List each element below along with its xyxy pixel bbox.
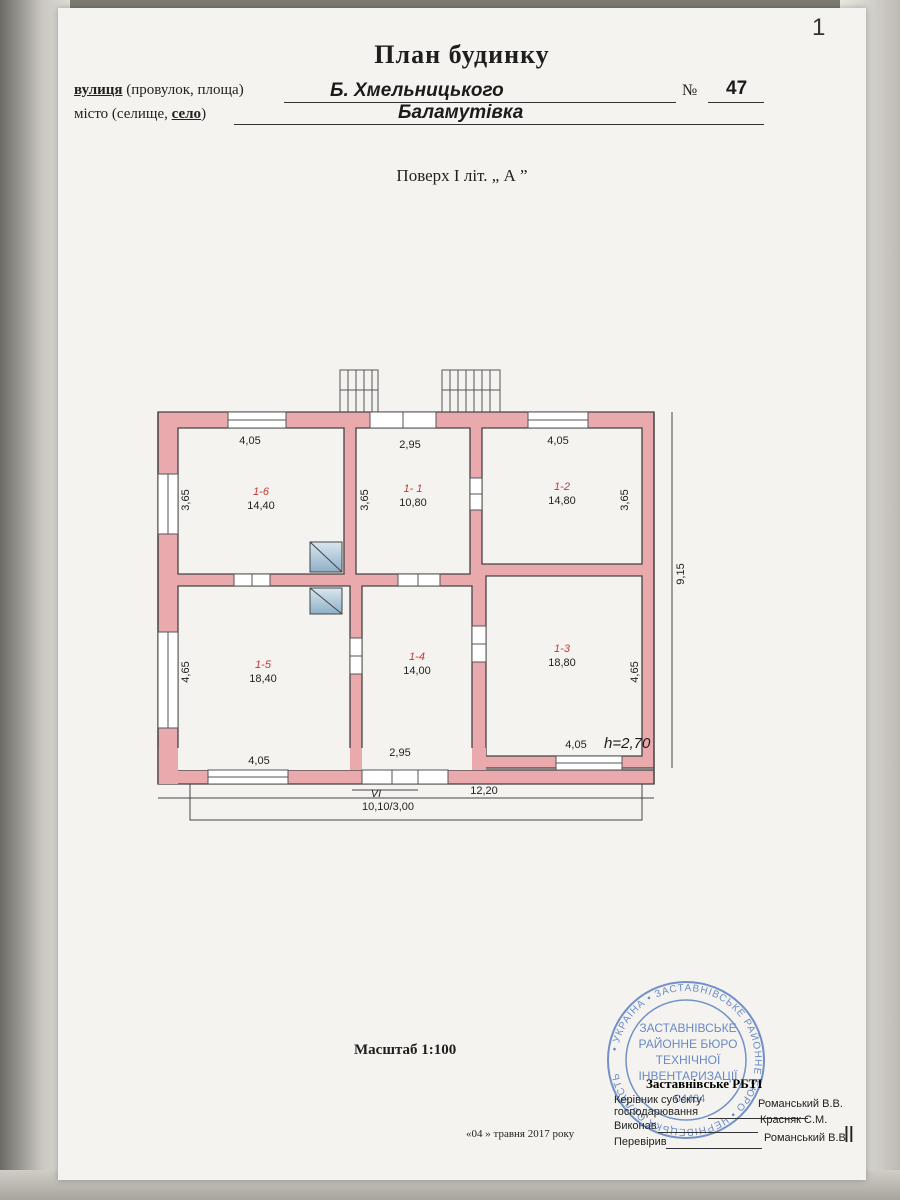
room-1-2-area: 14,80	[548, 495, 576, 507]
room-1-1-id: 1- 1	[404, 483, 423, 495]
dim-left-lower: 4,65	[180, 661, 192, 682]
porch-outline	[189, 784, 643, 821]
porch-label: VI	[371, 788, 381, 800]
manager-label-1: Керівник суб'єкту	[614, 1094, 702, 1106]
porch-stairs-left	[339, 369, 379, 413]
dim-right-upper: 3,65	[619, 489, 631, 510]
number-underline	[708, 102, 764, 103]
dim-bottom-right: 4,05	[565, 739, 586, 751]
checker-name: Романський В.В	[764, 1132, 846, 1144]
room-1-4-lower	[362, 748, 472, 770]
room-1-6-area: 14,40	[247, 500, 275, 512]
number-value: 47	[726, 78, 748, 99]
manager-label-2: господарювання	[614, 1106, 699, 1118]
corner-mark: ll	[844, 1122, 854, 1147]
left-wall-lower	[158, 748, 178, 784]
stamp-line-3: ТЕХНІЧНОЇ	[656, 1053, 721, 1067]
city-label: місто (селище, село)	[74, 106, 207, 122]
street-underline	[284, 102, 676, 103]
checker-label: Перевірив	[614, 1136, 667, 1148]
city-underline	[234, 124, 764, 125]
partition-lower-b	[472, 748, 486, 770]
number-label: №	[682, 82, 698, 99]
doors	[233, 477, 487, 675]
document-date: «04 » травня 2017 року	[466, 1128, 575, 1140]
room-1-4-id: 1-4	[409, 651, 425, 663]
stamp-code: 04404	[675, 1093, 706, 1105]
street-label: вулиця (провулок, площа)	[74, 82, 244, 98]
stamp-line-4: ІНВЕНТАРИЗАЦІЇ	[638, 1069, 738, 1083]
building-walls	[157, 411, 655, 777]
manager-name: Романський В.В.	[758, 1098, 843, 1110]
windows-bottom	[207, 755, 623, 785]
room-1-5-area: 18,40	[249, 673, 277, 685]
page-title: План будинку	[374, 40, 550, 69]
stamp-line-2: РАЙОННЕ БЮРО	[639, 1036, 738, 1051]
dim-total-width: 12,20	[470, 785, 498, 797]
windows-left	[157, 473, 179, 729]
page-number: 1	[812, 14, 826, 41]
dim-right-lower: 4,65	[629, 661, 641, 682]
room-1-3-area: 18,80	[548, 657, 576, 669]
room-1-1-area: 10,80	[399, 497, 427, 509]
dim-top-left: 4,05	[239, 435, 260, 447]
dim-bottom-left: 4,05	[248, 755, 269, 767]
manager-signature-line	[708, 1118, 808, 1119]
floor-plan: 1-6 14,40 1- 1 10,80 1-2 14,80 1-5 18,40…	[157, 369, 765, 1139]
executor-name: Красняк С.М.	[760, 1114, 828, 1126]
porch-stairs-right	[441, 369, 501, 413]
room-1-5-lower	[178, 748, 350, 770]
dim-top-mid: 2,95	[399, 439, 420, 451]
org-name: Заставнівське РБТІ	[646, 1076, 763, 1091]
ceiling-height: h=2,70	[604, 735, 651, 752]
room-1-2-id: 1-2	[554, 481, 570, 493]
dim-left-upper: 3,65	[180, 489, 192, 510]
stove-icons	[309, 541, 343, 615]
windows-top	[227, 411, 589, 429]
executor-signature-line	[658, 1132, 758, 1133]
executor-label: Виконав	[614, 1120, 657, 1132]
porch-dims: 10,10/3,00	[362, 801, 414, 813]
street-value: Б. Хмельницького	[330, 80, 504, 101]
dim-top-right: 4,05	[547, 435, 568, 447]
document-page: 1 План будинку вулиця (провулок, площа) …	[58, 8, 866, 1180]
checker-signature-line	[666, 1148, 762, 1149]
room-1-4-area: 14,00	[403, 665, 431, 677]
dim-mid-left-upper: 3,65	[359, 489, 371, 510]
stamp-line-1: ЗАСТАВНІВСЬКЕ	[639, 1021, 736, 1035]
city-value: Баламутівка	[398, 102, 524, 123]
room-1-5-id: 1-5	[255, 659, 272, 671]
partition-lower-a	[350, 748, 362, 770]
scale-label: Масштаб 1:100	[354, 1042, 457, 1058]
floor-label: Поверх І літ. „ А ”	[396, 166, 528, 185]
dim-total-height: 9,15	[675, 563, 687, 584]
dim-bottom-mid: 2,95	[389, 747, 410, 759]
room-1-3-id: 1-3	[554, 643, 571, 655]
room-1-6-id: 1-6	[253, 486, 270, 498]
